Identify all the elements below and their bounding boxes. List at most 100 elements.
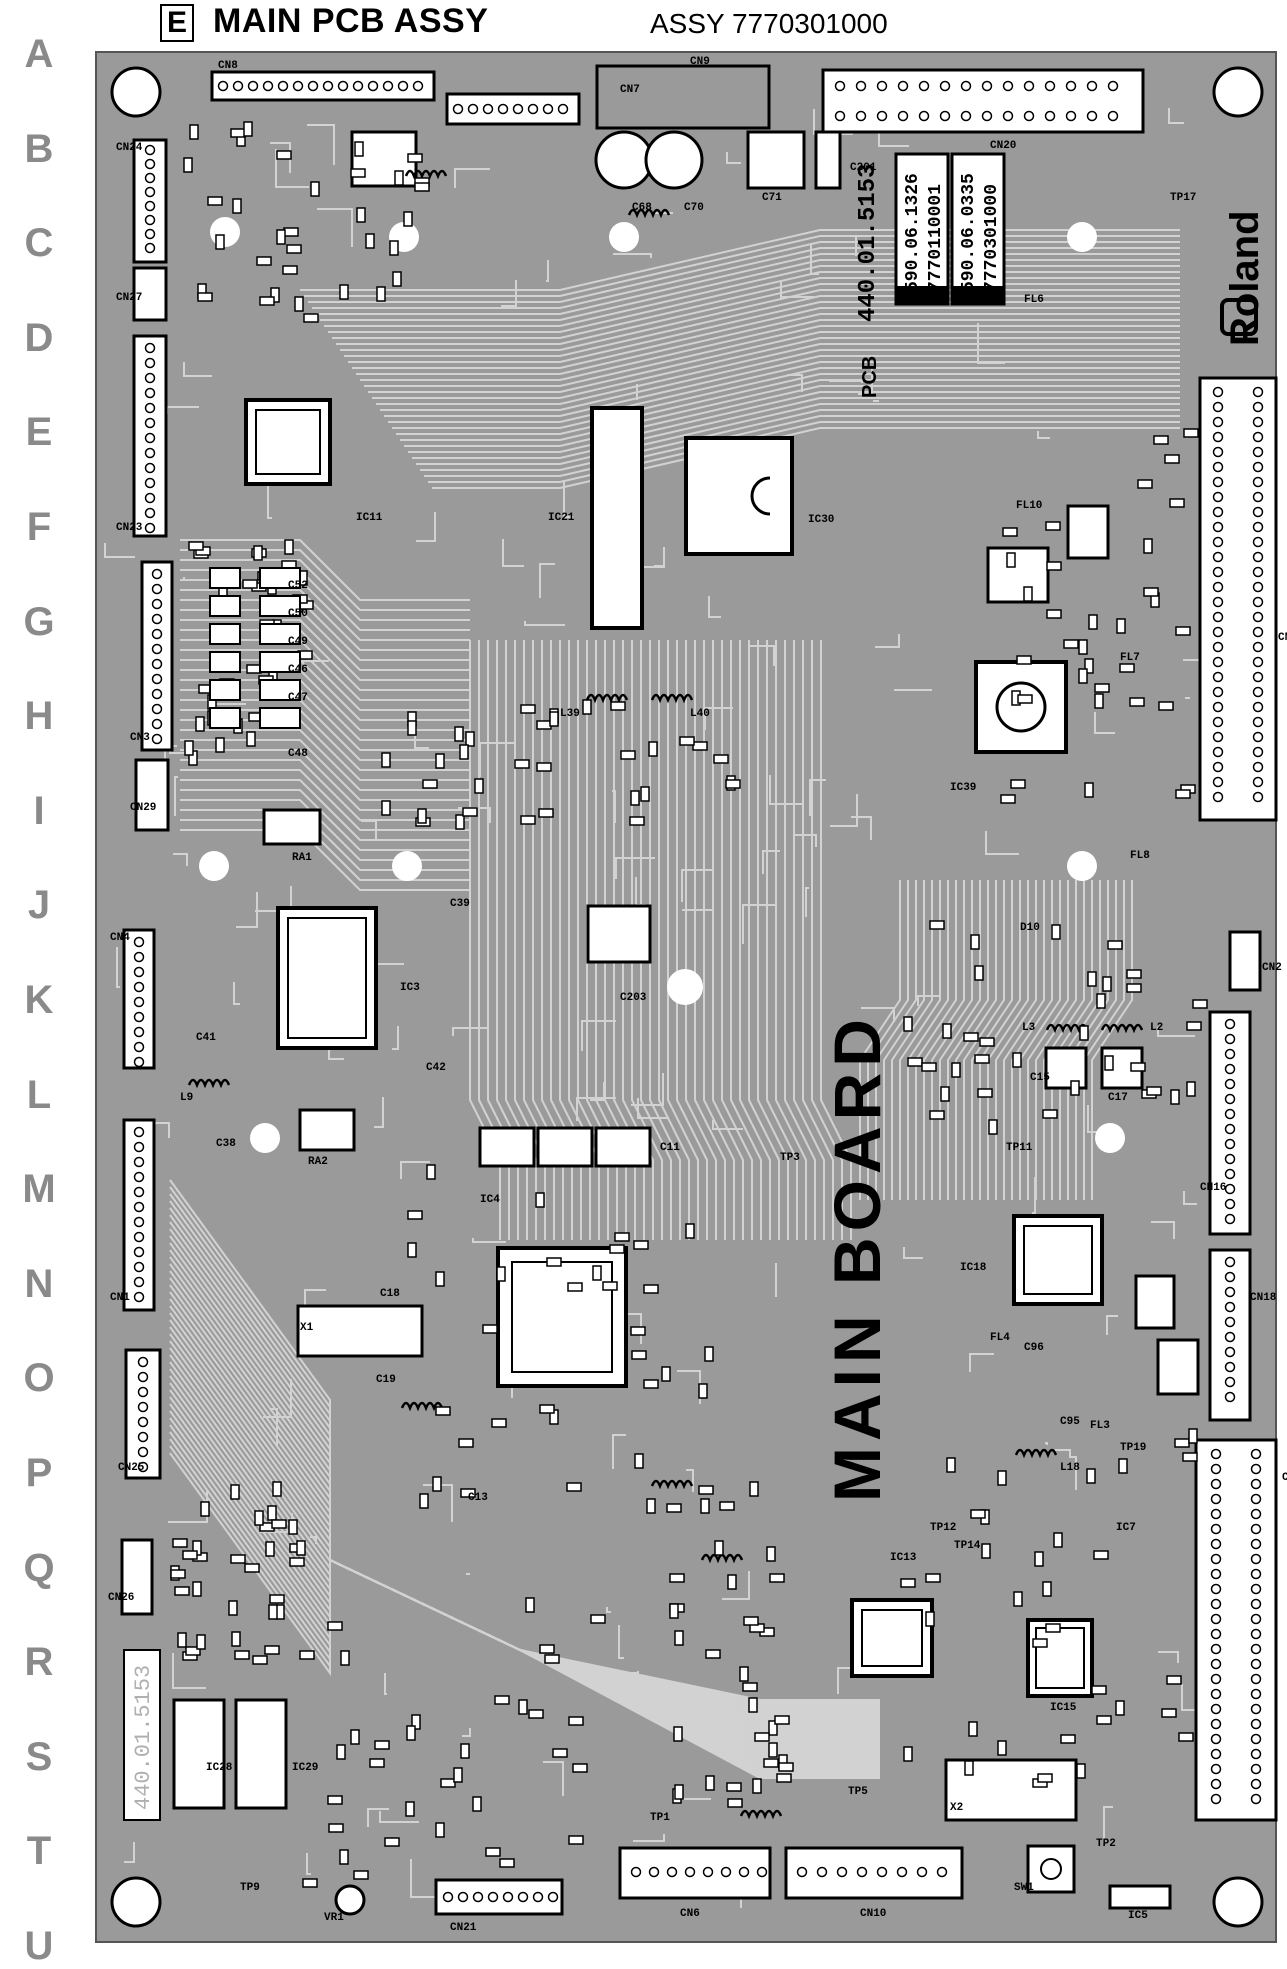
smd-part	[267, 1505, 277, 1521]
smd-part	[776, 1773, 792, 1783]
trace	[304, 1289, 326, 1309]
ref-cn1: CN1	[110, 1292, 130, 1304]
connector-pin	[442, 1891, 454, 1903]
smd-part	[539, 1644, 555, 1654]
smd-part	[520, 704, 536, 714]
smd-part	[705, 1649, 721, 1659]
plain-hole	[210, 217, 240, 247]
smd-part	[244, 1563, 260, 1573]
trace	[479, 742, 514, 777]
ref-c201: C201	[850, 162, 877, 174]
ref-cn25: CN25	[118, 1462, 145, 1474]
connector-pin	[1086, 110, 1098, 122]
connector-pin	[1250, 1508, 1262, 1520]
smd-part	[188, 541, 204, 551]
trace	[180, 759, 470, 821]
smd-part	[535, 1192, 545, 1208]
smd-part	[640, 786, 650, 802]
connector-pin	[482, 103, 494, 115]
ref-c46: C46	[288, 664, 308, 676]
x1-crystal	[296, 1304, 424, 1358]
smd-part	[340, 1650, 350, 1666]
trace	[1083, 880, 1125, 1200]
connector-pin	[151, 583, 163, 595]
trace	[581, 1020, 616, 1051]
connector-pin	[1210, 1733, 1222, 1745]
smd-part	[763, 1758, 779, 1768]
smd-part	[1051, 924, 1061, 940]
connector-pin	[1212, 626, 1224, 638]
row-letter-s: S	[25, 1734, 53, 1779]
mounting-hole	[110, 66, 162, 118]
row-letter-e: E	[25, 410, 53, 455]
smd-part	[1170, 1089, 1180, 1105]
smd-part	[1063, 639, 1079, 649]
smd-part	[376, 286, 386, 302]
trace	[654, 212, 673, 214]
smd-part	[1045, 1623, 1061, 1633]
smd-part	[1076, 1763, 1086, 1779]
inductor-coil	[627, 208, 671, 219]
smd-part	[1017, 694, 1033, 704]
trace	[180, 789, 470, 851]
trace	[861, 1007, 895, 1022]
connector-pin	[133, 1141, 145, 1153]
smd-part	[494, 1695, 510, 1705]
smd-part	[940, 1086, 950, 1102]
c219-cap	[350, 130, 418, 188]
smd-part	[230, 1554, 246, 1564]
trace	[873, 400, 879, 402]
smd-part	[407, 153, 423, 163]
capacitor	[209, 679, 241, 701]
trace	[1075, 880, 1117, 1200]
connector-pin	[144, 372, 156, 384]
capacitor	[209, 707, 241, 729]
trace	[384, 355, 1180, 417]
smd-part	[411, 1714, 421, 1730]
smd-part	[743, 1616, 759, 1626]
trace	[606, 1607, 611, 1613]
smd-part	[432, 1476, 442, 1492]
ref-ic11: IC11	[356, 512, 383, 524]
trace	[939, 880, 981, 1200]
smd-part	[631, 1350, 647, 1360]
ic30-chip	[684, 436, 794, 556]
connector-pin	[702, 1866, 714, 1878]
ref-cn16: CN16	[1200, 1182, 1226, 1194]
trace	[686, 1469, 694, 1492]
smd-part	[988, 1119, 998, 1135]
connector-pin	[1210, 1538, 1222, 1550]
trace	[704, 707, 733, 730]
smd-part	[1116, 618, 1126, 634]
ref-fl4: FL4	[990, 1332, 1010, 1344]
smd-part	[268, 1604, 278, 1620]
main-board-label: MAIN BOARD	[820, 1013, 894, 1502]
smd-part	[968, 1721, 978, 1737]
trace	[356, 313, 1180, 375]
row-letter-a: A	[24, 32, 54, 76]
c201-cap	[814, 130, 842, 190]
connector-pin	[1212, 671, 1224, 683]
connector-pin	[452, 103, 464, 115]
smd-part	[1034, 1551, 1044, 1567]
trace	[1183, 1191, 1197, 1205]
connector-pin	[517, 1891, 529, 1903]
smd-part	[719, 1501, 735, 1511]
capacitor	[259, 679, 301, 701]
connector-pin	[981, 80, 993, 92]
connector-pin	[144, 242, 156, 254]
connector-pin	[834, 110, 846, 122]
row-letter-j: J	[27, 883, 51, 928]
connector-pin	[144, 387, 156, 399]
smd-part	[704, 1346, 714, 1362]
connector-pin	[684, 1866, 696, 1878]
trace	[180, 819, 470, 881]
smd-part	[454, 726, 464, 742]
connector-pin	[1252, 431, 1264, 443]
trace	[793, 640, 825, 1240]
connector-pin	[1250, 1628, 1262, 1640]
connector-pin	[1250, 1568, 1262, 1580]
smd-part	[567, 1282, 583, 1292]
smd-part	[276, 150, 292, 160]
ref-cn10: CN10	[860, 1908, 886, 1920]
